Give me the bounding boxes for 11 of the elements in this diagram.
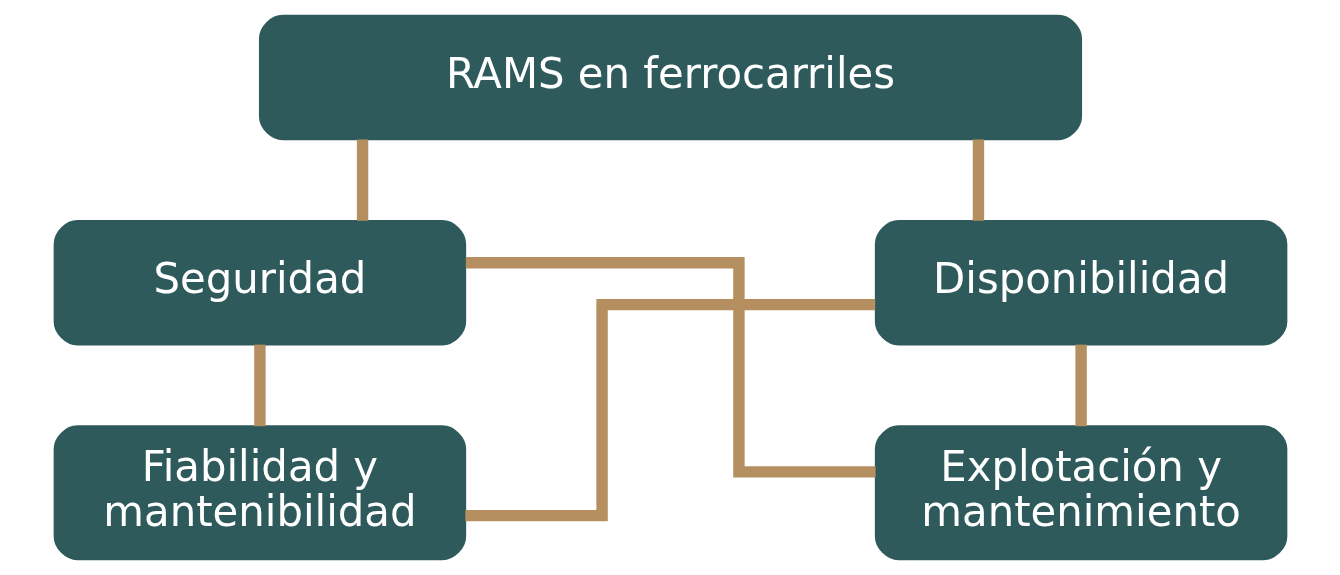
node-box: Explotación y mantenimiento xyxy=(874,425,1287,561)
node-box: Seguridad xyxy=(53,220,466,346)
connector xyxy=(356,139,368,221)
node-box: RAMS en ferrocarriles xyxy=(258,14,1082,141)
node-box: Disponibilidad xyxy=(874,220,1287,346)
connector xyxy=(972,139,984,221)
connector xyxy=(465,257,876,478)
connector xyxy=(1074,344,1087,427)
connector xyxy=(253,344,266,427)
node-box: Fiabilidad y mantenibilidad xyxy=(53,425,466,561)
connector xyxy=(464,298,875,522)
